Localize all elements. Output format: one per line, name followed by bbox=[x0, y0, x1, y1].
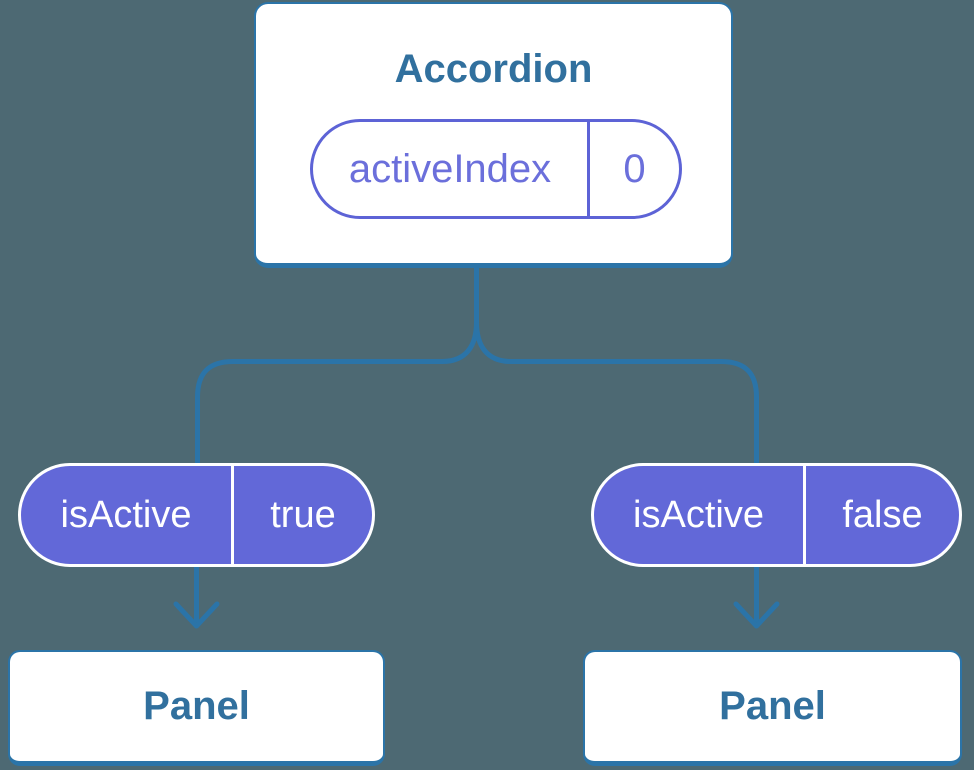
prop-pill-left: isActive true bbox=[18, 463, 375, 567]
branch-to-right-child bbox=[474, 266, 759, 464]
prop-pill-right: isActive false bbox=[591, 463, 962, 567]
down-arrow-left-icon bbox=[173, 566, 220, 629]
state-pill: activeIndex 0 bbox=[310, 119, 682, 219]
arrow-left-head bbox=[173, 601, 220, 629]
pill-divider bbox=[231, 466, 234, 564]
prop-value: true bbox=[270, 493, 336, 536]
state-name: activeIndex bbox=[348, 146, 552, 191]
state-value: 0 bbox=[623, 146, 646, 191]
panel-box-left: Panel bbox=[8, 650, 385, 766]
panel-label: Panel bbox=[143, 684, 250, 728]
pill-divider bbox=[803, 466, 806, 564]
panel-box-right: Panel bbox=[583, 650, 962, 766]
arrow-right-head bbox=[733, 601, 780, 629]
branch-to-left-child bbox=[195, 266, 479, 464]
pill-divider bbox=[587, 122, 590, 216]
down-arrow-right-icon bbox=[733, 566, 780, 629]
accordion-title: Accordion bbox=[394, 47, 593, 91]
prop-name: isActive bbox=[633, 493, 764, 536]
prop-value: false bbox=[842, 493, 923, 536]
prop-name: isActive bbox=[60, 493, 192, 536]
panel-label: Panel bbox=[719, 684, 826, 728]
